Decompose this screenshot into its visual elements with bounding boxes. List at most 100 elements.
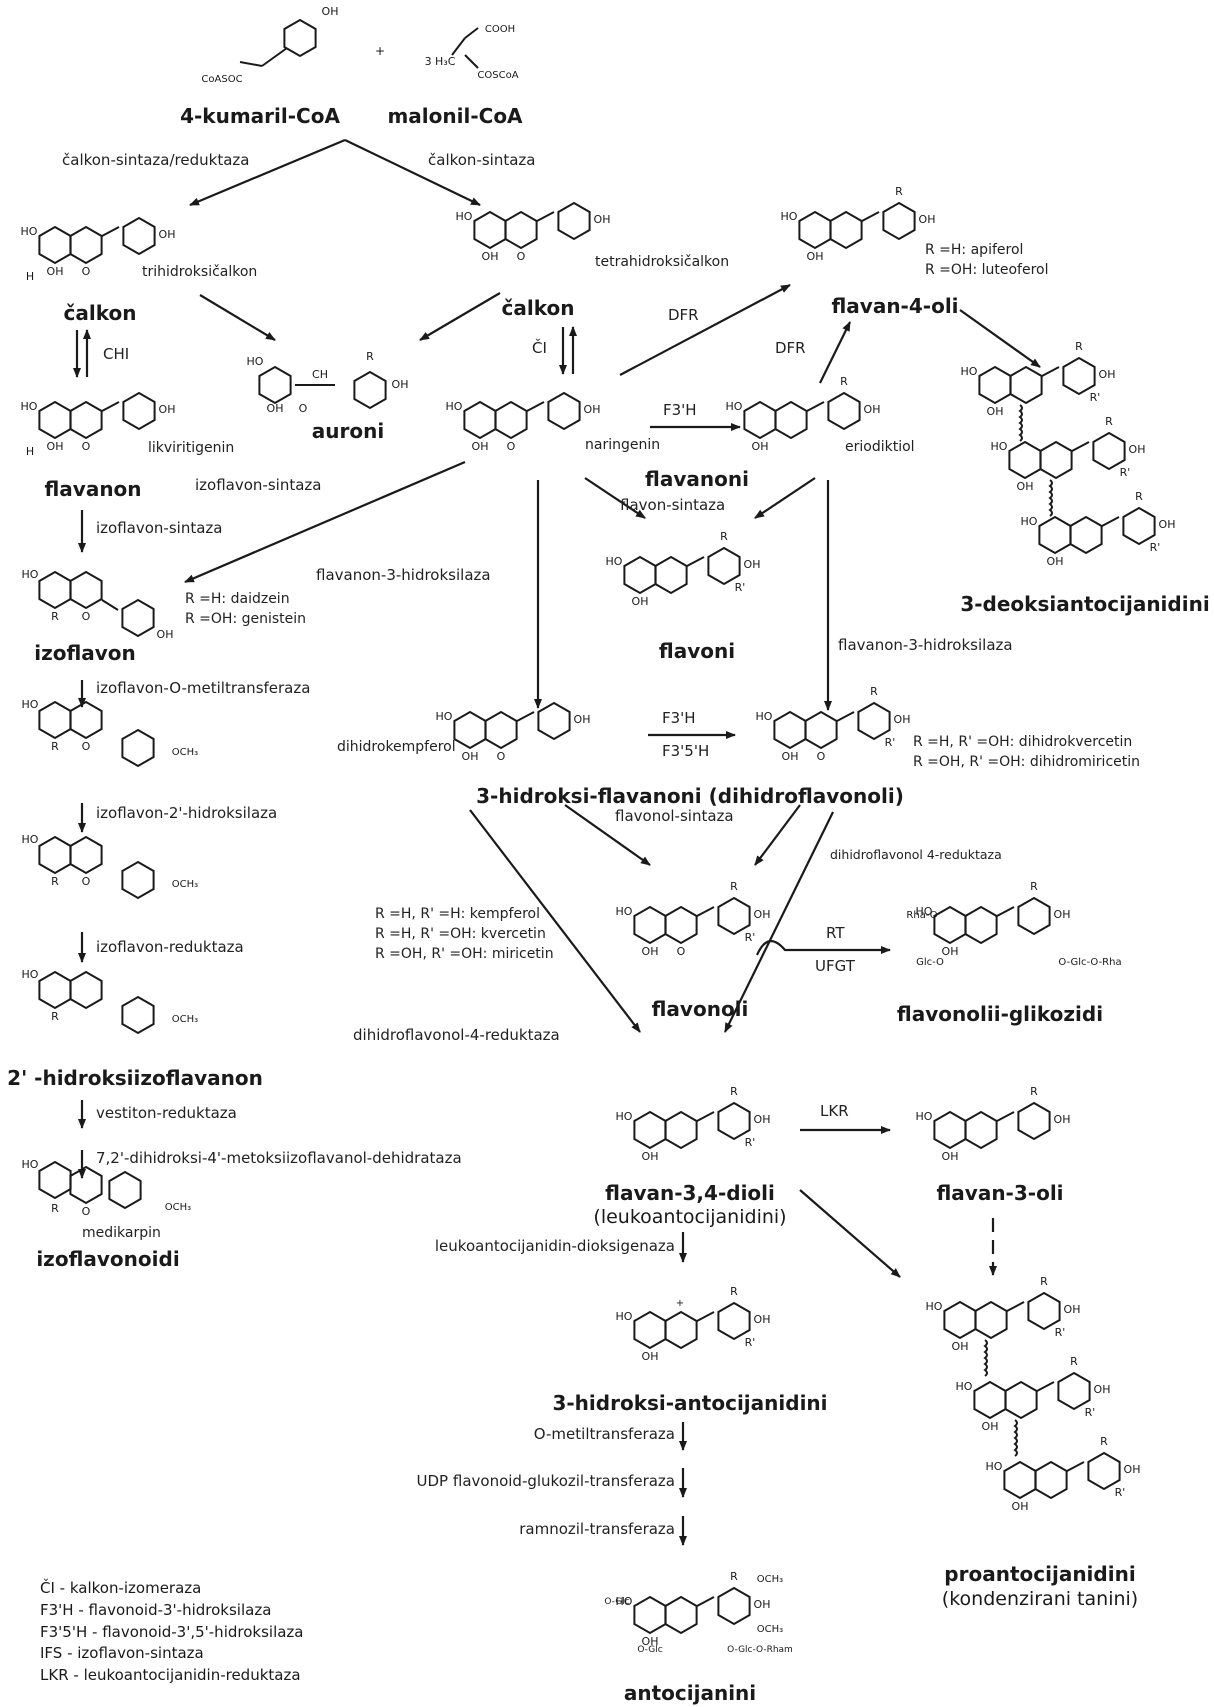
atom-label: R' bbox=[745, 1336, 756, 1349]
enzyme-o-metiltransferaza: O-metiltransferaza bbox=[533, 1425, 675, 1443]
atom-label: HO bbox=[916, 905, 933, 918]
note-genistein: R =OH: genistein bbox=[185, 611, 307, 627]
arrow-dihidro-to-flavan34-left bbox=[469, 809, 641, 1033]
atom-label: R bbox=[1100, 1435, 1108, 1448]
atom-label: HO bbox=[606, 555, 623, 568]
label-flavonolii-glikozidi: flavonolii-glikozidi bbox=[896, 1002, 1104, 1026]
legend-item: ČI - kalkon-izomeraza bbox=[40, 1579, 202, 1597]
atom-label: O-Glc-O-Rham bbox=[727, 1645, 793, 1655]
atom-label: Rha-O bbox=[906, 910, 937, 921]
arrow-naringenin-to-flavan4oli bbox=[619, 284, 791, 376]
atom-label: R' bbox=[1055, 1326, 1066, 1339]
ring-izo2-a bbox=[38, 701, 72, 739]
ring-c bbox=[69, 226, 103, 264]
atom-label: HO bbox=[456, 210, 473, 223]
atom-label: OH bbox=[462, 750, 479, 763]
atom-label: HO bbox=[21, 225, 38, 238]
label-medikarpin: medikarpin bbox=[82, 1225, 161, 1241]
ring-izo3-a bbox=[38, 836, 72, 874]
atom-label: OH bbox=[642, 1350, 659, 1363]
enzyme-vestiton-reduktaza: vestiton-reduktaza bbox=[96, 1104, 237, 1122]
ring-c bbox=[804, 711, 838, 749]
ring-a bbox=[633, 906, 667, 944]
label-eriodiktiol: eriodiktiol bbox=[845, 439, 915, 455]
enzyme-leukoantocijanidin-dioksigenaza: leukoantocijanidin-dioksigenaza bbox=[434, 1237, 675, 1255]
ring-med-c bbox=[69, 1166, 103, 1204]
enzyme-f3h-1: F3'H bbox=[663, 401, 697, 419]
atom-label: OH bbox=[1054, 1113, 1071, 1126]
label-malonil-coa: malonil-CoA bbox=[387, 104, 523, 128]
atom-label: OCH₃ bbox=[172, 879, 198, 890]
arrow-flavan34-to-proanto bbox=[799, 1189, 901, 1278]
ring-b bbox=[547, 392, 581, 430]
atom-label: OH bbox=[864, 403, 881, 416]
atom-label: OH bbox=[642, 945, 659, 958]
ring-c bbox=[664, 1596, 698, 1634]
atom-label: OH bbox=[1064, 1303, 1081, 1316]
label-flavan-3-4-dioli: flavan-3,4-dioli bbox=[605, 1181, 775, 1205]
arrow-to-flavoni-left bbox=[584, 477, 646, 519]
atom-label: CoASOC bbox=[201, 74, 242, 85]
label-3-deoksiantocijanidini: 3-deoksiantocijanidini bbox=[960, 592, 1210, 616]
label-auroni: auroni bbox=[311, 419, 385, 443]
atom-label: OH bbox=[632, 595, 649, 608]
atom-label: HO bbox=[616, 905, 633, 918]
bond bbox=[101, 599, 119, 611]
atom-label: OH bbox=[982, 1420, 999, 1433]
atom-label: OCH₃ bbox=[172, 747, 198, 758]
enzyme-dehidrataza: 7,2'-dihidroksi-4'-metoksiizoflavanol-de… bbox=[96, 1149, 462, 1167]
ring-izo3-b bbox=[121, 861, 155, 899]
ring-b bbox=[717, 1587, 751, 1625]
enzyme-ci: ČI bbox=[532, 339, 547, 357]
atom-label: OH bbox=[642, 1635, 659, 1648]
bond bbox=[996, 906, 1015, 917]
ring-b bbox=[717, 1302, 751, 1340]
arrow-to-flavoni-right bbox=[754, 477, 816, 519]
atom-label: R bbox=[730, 1085, 738, 1098]
wavy-bond bbox=[1048, 479, 1053, 517]
atom-label: R bbox=[840, 375, 848, 388]
ring-auroni-b bbox=[353, 371, 387, 409]
arrow-izoflavon-sintaza bbox=[184, 460, 466, 584]
ring-b bbox=[122, 217, 156, 255]
bond bbox=[516, 711, 535, 722]
enzyme-izoflavon-sintaza-2: izoflavon-sintaza bbox=[96, 519, 223, 537]
atom-label: OH bbox=[1047, 555, 1064, 568]
atom-label: OH bbox=[1129, 443, 1146, 456]
label-tetrahidroksicalkon: tetrahidroksičalkon bbox=[595, 254, 730, 270]
ring-a bbox=[38, 226, 72, 264]
atom-label: HO bbox=[446, 400, 463, 413]
bond bbox=[996, 1111, 1015, 1122]
atom-label: HO bbox=[956, 1380, 973, 1393]
atom-label: HO bbox=[991, 440, 1008, 453]
atom-label: R bbox=[51, 1010, 59, 1023]
legend: ČI - kalkon-izomeraza F3'H - flavonoid-3… bbox=[40, 1578, 304, 1687]
label-flavanoni: flavanoni bbox=[645, 467, 749, 491]
atom-label: OH bbox=[744, 558, 761, 571]
atom-label: O bbox=[82, 875, 91, 888]
enzyme-dihidroflavonol-4-reduktaza-1: dihidroflavonol 4-reduktaza bbox=[830, 847, 1002, 862]
atom-label: OH bbox=[942, 945, 959, 958]
label-3-hidroksi-antocijanidini: 3-hidroksi-antocijanidini bbox=[552, 1391, 828, 1415]
ring-b bbox=[717, 1102, 751, 1140]
note-kvercetin: R =H, R' =OH: kvercetin bbox=[375, 926, 546, 942]
atom-label: HO bbox=[22, 1158, 39, 1171]
ring-c bbox=[1069, 516, 1103, 554]
label-calkon-mid: čalkon bbox=[501, 296, 575, 320]
arrow-to-flavonoli-left bbox=[564, 804, 651, 866]
ring-izo4-a bbox=[38, 971, 72, 1009]
ring-a bbox=[798, 211, 832, 249]
note-kempferol: R =H, R' =H: kempferol bbox=[375, 906, 540, 922]
ring-c bbox=[484, 711, 518, 749]
atom-label: HO bbox=[22, 568, 39, 581]
bond bbox=[1066, 1461, 1085, 1472]
arrow-eriodiktiol-to-flavan4oli bbox=[819, 321, 851, 384]
note-miricetin: R =OH, R' =OH: miricetin bbox=[375, 946, 554, 962]
bond bbox=[696, 1596, 715, 1607]
wavy-bond bbox=[1018, 404, 1023, 442]
enzyme-f35h: F3'5'H bbox=[662, 742, 710, 760]
atom-label: CH bbox=[312, 368, 328, 381]
ring-b bbox=[122, 392, 156, 430]
ring-a bbox=[943, 1301, 977, 1339]
